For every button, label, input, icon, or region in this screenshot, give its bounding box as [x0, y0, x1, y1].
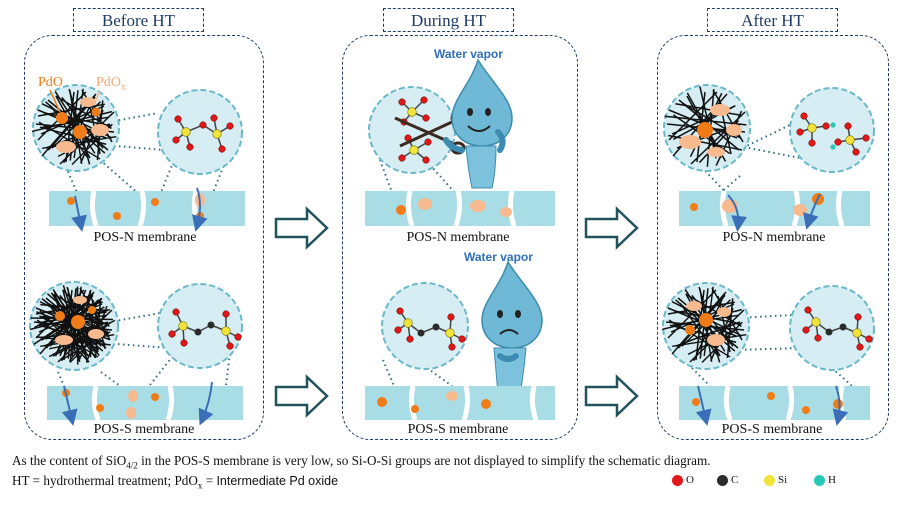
legend-oxygen: O	[672, 474, 694, 486]
panel-title-after: After HT	[707, 8, 838, 32]
transition-arrows	[274, 206, 639, 418]
water-droplet-happy	[443, 58, 513, 189]
panel-title-during: During HT	[383, 8, 514, 32]
legend-silicon: Si	[764, 474, 787, 486]
water-droplet-sad	[481, 260, 543, 395]
before-pos-n-group	[23, 74, 245, 232]
during-pos-s-group	[365, 260, 555, 421]
atom-legend: O C Si H	[672, 474, 897, 492]
caption-line-1: As the content of SiO4/2 in the POS-S me…	[12, 453, 711, 471]
panel-after-ht	[657, 35, 889, 440]
caption-line-2: HT = hydrothermal treatment; PdOx = Inte…	[12, 473, 339, 491]
water-vapor-label-top: Water vapor	[434, 47, 503, 61]
membrane-label-after-n: POS-N membrane	[722, 230, 826, 245]
legend-hydrogen: H	[814, 474, 836, 486]
panel-before-ht	[24, 35, 264, 440]
after-pos-n-group	[653, 72, 875, 232]
membrane-label-during-s: POS-S membrane	[407, 422, 509, 437]
membrane-label-during-n: POS-N membrane	[406, 230, 510, 245]
during-pos-n-group	[365, 58, 555, 227]
water-vapor-label-bottom: Water vapor	[464, 250, 533, 264]
hydrogen-atom-icon	[814, 474, 825, 486]
legend-carbon: C	[717, 474, 738, 486]
membrane-label-before-s: POS-S membrane	[93, 422, 195, 437]
membrane-label-before-n: POS-N membrane	[93, 230, 197, 245]
panel-title-before: Before HT	[73, 8, 204, 32]
carbon-atom-icon	[717, 474, 728, 486]
before-pos-s-group	[9, 260, 243, 426]
silicon-atom-icon	[764, 474, 775, 486]
panel-during-ht	[342, 35, 578, 440]
pdo-label: PdO	[38, 75, 63, 90]
after-pos-s-group	[653, 272, 875, 426]
oxygen-atom-icon	[672, 474, 683, 486]
membrane-label-after-s: POS-S membrane	[721, 422, 823, 437]
pdox-label: PdOx	[96, 75, 126, 93]
